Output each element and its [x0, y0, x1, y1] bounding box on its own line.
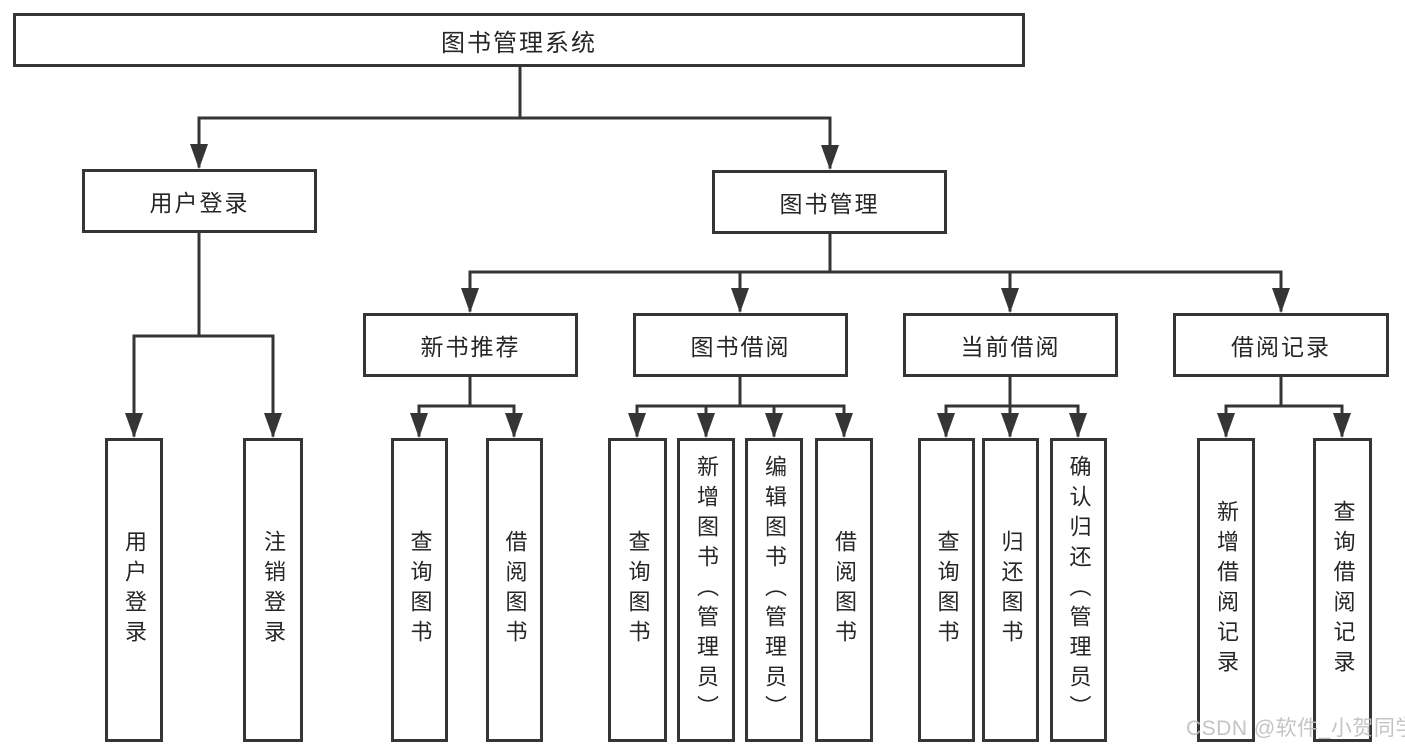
leaf-user-login: 用户登录 [105, 438, 163, 742]
leaf-edit-books-admin: 编辑图书（管理员） [745, 438, 803, 742]
leaf-query-books-current: 查询图书 [918, 438, 975, 742]
leaf-borrow-books-recommend: 借阅图书 [486, 438, 543, 742]
leaf-query-books-recommend: 查询图书 [391, 438, 448, 742]
node-current-borrow: 当前借阅 [903, 313, 1118, 377]
node-borrow-records: 借阅记录 [1173, 313, 1389, 377]
branch-book-borrow [628, 375, 853, 438]
node-new-book-recommend: 新书推荐 [363, 313, 578, 377]
leaf-return-books: 归还图书 [982, 438, 1039, 742]
node-library-system: 图书管理系统 [13, 13, 1025, 67]
leaf-borrow-books: 借阅图书 [815, 438, 873, 742]
node-book-borrow: 图书借阅 [633, 313, 848, 377]
leaf-query-books-borrow: 查询图书 [608, 438, 667, 742]
node-user-login: 用户登录 [82, 169, 317, 233]
branch-borrow-records [1217, 375, 1351, 438]
branch-user-login [125, 232, 282, 438]
leaf-logout: 注销登录 [243, 438, 303, 742]
branch-current-borrow [937, 375, 1087, 438]
branch-root [190, 65, 839, 170]
leaf-confirm-return-admin: 确认归还（管理员） [1050, 438, 1107, 742]
leaf-query-borrow-record: 查询借阅记录 [1313, 438, 1372, 742]
csdn-watermark: CSDN @软件_小贺同学 [1186, 717, 1405, 740]
branch-new-book-recommend [410, 375, 523, 438]
leaf-add-borrow-record: 新增借阅记录 [1197, 438, 1255, 742]
node-book-management: 图书管理 [712, 170, 947, 234]
leaf-add-books-admin: 新增图书（管理员） [677, 438, 735, 742]
branch-book-management [461, 232, 1290, 313]
